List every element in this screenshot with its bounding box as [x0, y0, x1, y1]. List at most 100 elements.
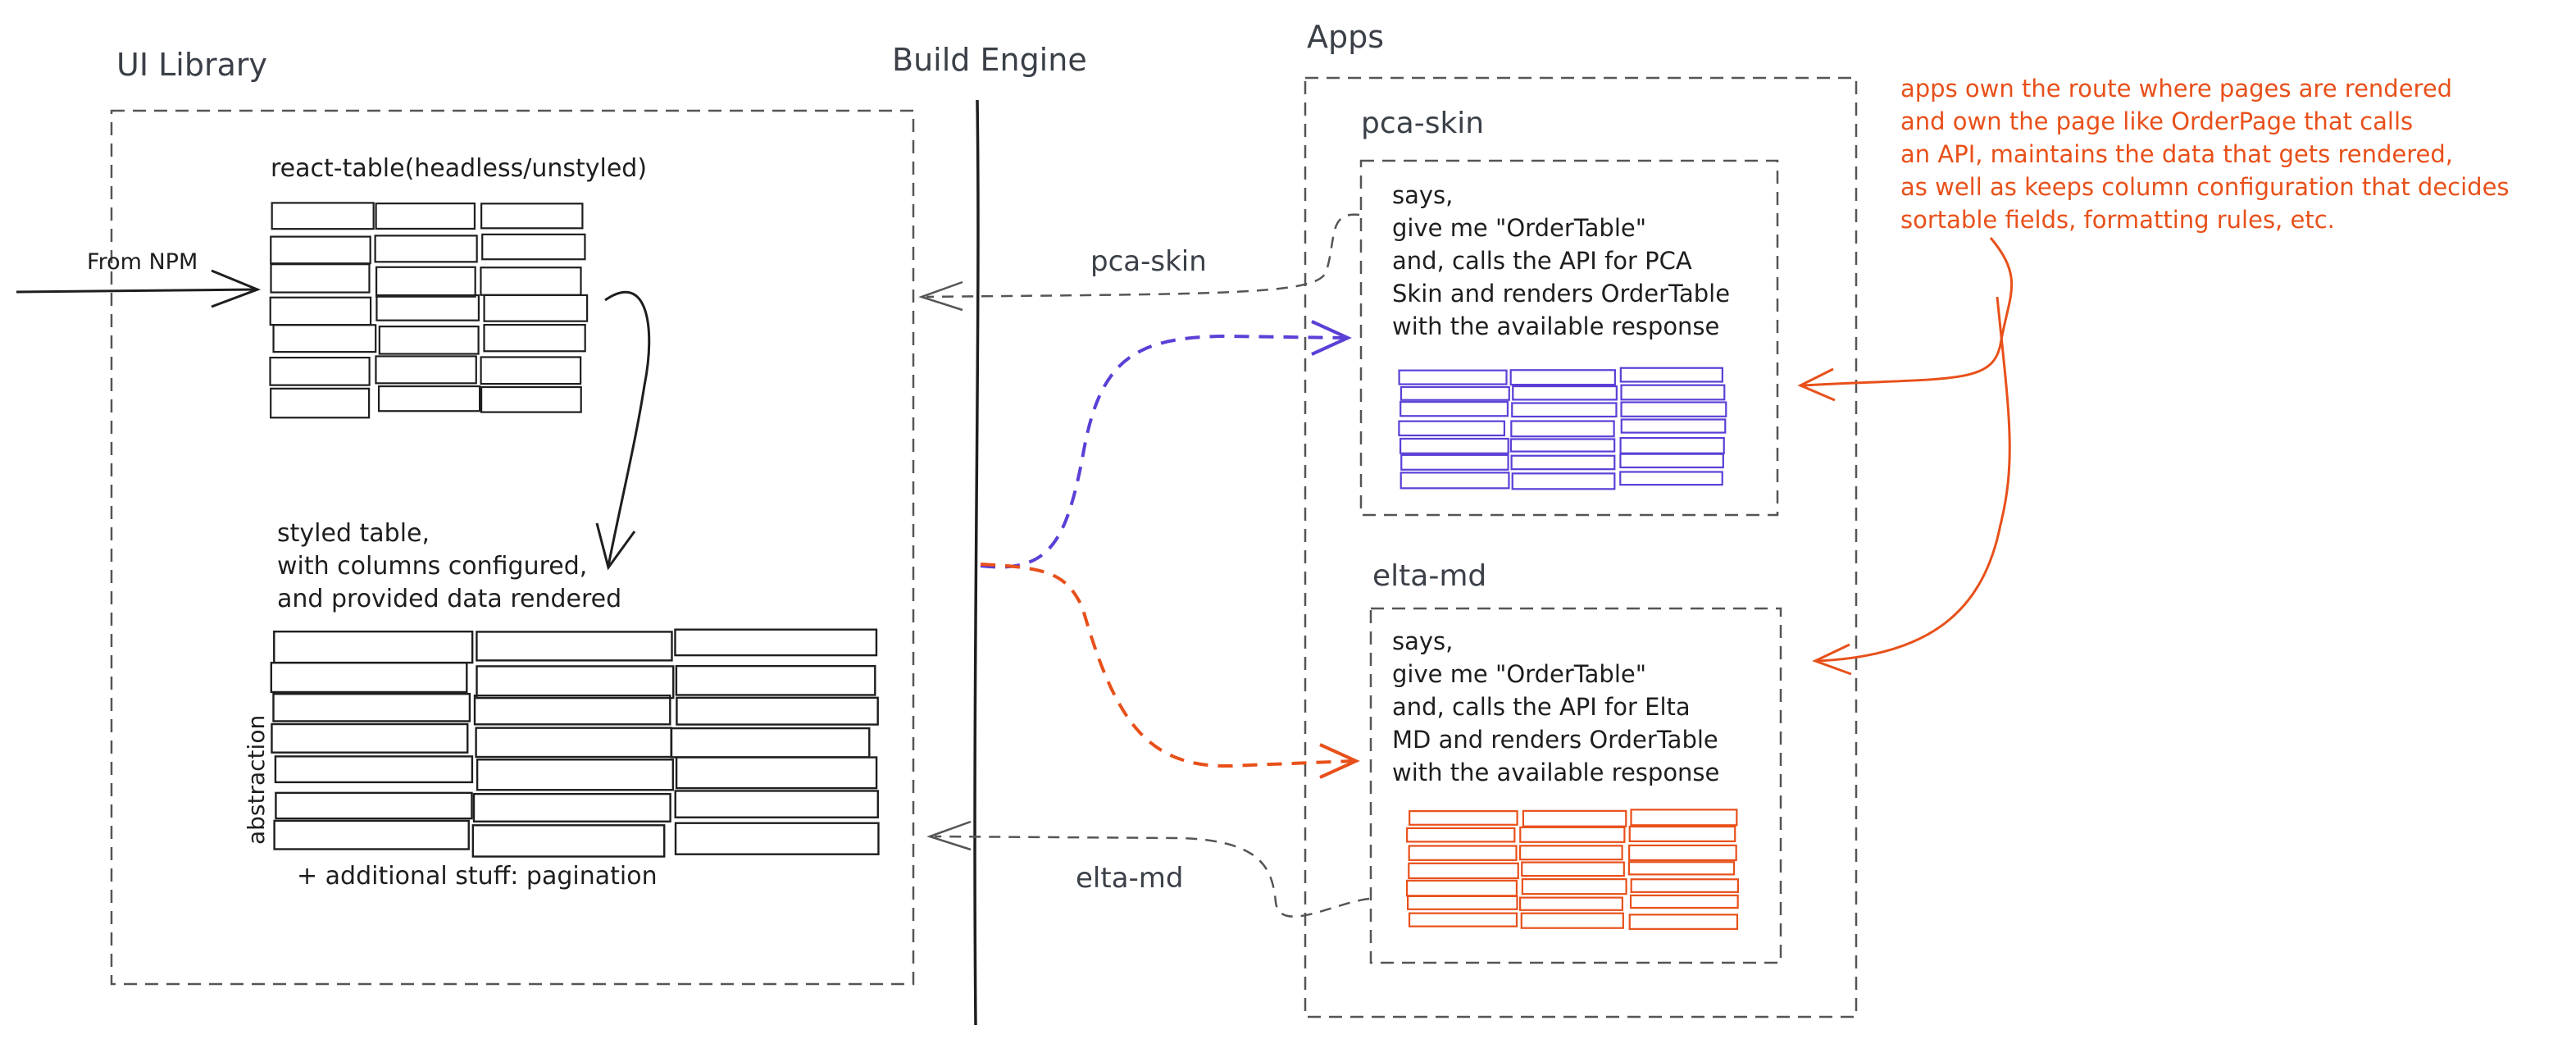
table-cell: [270, 263, 371, 294]
pca-skin-says-5: with the available response: [1392, 312, 1719, 340]
table-cell: [1408, 845, 1518, 861]
elta-md-table: [1406, 809, 1740, 930]
table-cell: [1522, 809, 1627, 827]
table-cell: [480, 267, 582, 296]
table-cell: [676, 696, 879, 726]
table-cell: [273, 630, 474, 664]
styled-table-line-3: and provided data rendered: [277, 585, 621, 613]
table-cell: [1398, 369, 1508, 385]
pca-skin-says-4: Skin and renders OrderTable: [1392, 280, 1730, 308]
elta-md-says-3: and, calls the API for Elta: [1392, 693, 1691, 721]
abstraction-label: abstraction: [243, 715, 270, 845]
table-cell: [670, 727, 871, 759]
table-cell: [1619, 367, 1723, 383]
table-cell: [272, 692, 471, 722]
table-cell: [1409, 810, 1518, 826]
table-cell: [1509, 369, 1616, 386]
note-line-5: sortable fields, formatting rules, etc.: [1900, 206, 2335, 234]
table-cell: [675, 756, 878, 790]
note-line-2: and own the page like OrderPage that cal…: [1900, 107, 2413, 135]
table-cell: [1521, 878, 1627, 895]
pca-skin-box: [1359, 159, 1779, 517]
table-cell: [476, 759, 675, 791]
table-cell: [1628, 825, 1736, 843]
table-cell: [1510, 454, 1616, 471]
table-cell: [674, 790, 880, 818]
table-cell: [481, 233, 586, 261]
table-cell: [378, 326, 480, 355]
note-arrows: [1797, 237, 2014, 676]
table-cell: [1509, 438, 1616, 453]
pca-skin-title: pca-skin: [1361, 107, 1484, 140]
table-cell: [1511, 402, 1618, 418]
note-line-4: as well as keeps column configuration th…: [1900, 173, 2510, 201]
table-cell: [1620, 384, 1726, 401]
elta-md-connector-label: elta-md: [1076, 862, 1184, 895]
table-cell: [1400, 385, 1510, 401]
elta-md-connector: [926, 820, 1370, 918]
table-cell: [480, 203, 584, 230]
table-cell: [1519, 826, 1626, 843]
styled-table-line-1: styled table,: [277, 519, 430, 548]
apps-title: Apps: [1307, 19, 1384, 55]
table-cell: [273, 819, 470, 850]
pca-skin-connector: [918, 213, 1360, 312]
table-cell: [375, 294, 480, 321]
react-table-label: react-table(headless/unstyled): [271, 154, 647, 183]
table-cell: [1520, 912, 1624, 929]
table-cell: [1406, 879, 1518, 897]
table-cell: [473, 694, 671, 726]
table-cell: [1518, 845, 1623, 861]
table-cell: [271, 722, 469, 754]
table-cell: [270, 387, 371, 419]
table-cell: [1408, 912, 1518, 927]
table-cell: [1620, 418, 1727, 434]
table-cell: [471, 824, 666, 858]
ui-library-box: [110, 109, 915, 986]
table-cell: [1628, 844, 1737, 861]
table-cell: [674, 628, 878, 657]
table-cell: [483, 294, 589, 322]
table-cell: [1619, 471, 1723, 486]
table-cell: [270, 661, 468, 694]
table-cell: [1406, 827, 1516, 843]
table-cell: [1511, 472, 1616, 490]
table-cell: [375, 203, 476, 230]
elta-md-says-5: with the available response: [1392, 759, 1719, 786]
note-line-1: apps own the route where pages are rende…: [1900, 75, 2452, 103]
table-cell: [1619, 453, 1724, 469]
from-npm-label: From NPM: [87, 249, 198, 275]
pca-skin-connector-label: pca-skin: [1090, 245, 1207, 278]
table-cell: [374, 235, 478, 263]
table-cell: [375, 266, 476, 298]
table-cell: [269, 356, 371, 386]
table-cell: [375, 355, 477, 385]
table-cell: [1629, 894, 1739, 909]
build-engine-title: Build Engine: [892, 42, 1087, 78]
table-cell: [480, 356, 582, 385]
pca-skin-says-3: and, calls the API for PCA: [1392, 247, 1692, 275]
styled-table-grid: [270, 628, 880, 858]
table-cell: [1620, 401, 1727, 417]
table-cell: [674, 822, 880, 855]
orange-connector: [980, 563, 1360, 779]
from-npm-arrow: [16, 269, 262, 308]
styled-table-line-2: with columns configured,: [277, 552, 587, 581]
table-cell: [270, 235, 371, 265]
table-cell: [1630, 809, 1738, 827]
table-cell: [1398, 420, 1506, 437]
transform-arrow: [595, 290, 651, 571]
note-line-3: an API, maintains the data that gets ren…: [1900, 140, 2453, 168]
table-cell: [483, 323, 586, 353]
table-cell: [1627, 861, 1736, 876]
elta-md-says-4: MD and renders OrderTable: [1392, 726, 1718, 754]
table-cell: [1400, 453, 1509, 471]
table-cell: [1512, 385, 1618, 401]
table-cell: [275, 791, 473, 820]
table-cell: [480, 385, 582, 413]
purple-connector: [980, 320, 1352, 569]
table-cell: [1628, 914, 1739, 930]
table-cell: [472, 792, 671, 823]
table-cell: [1400, 401, 1509, 417]
